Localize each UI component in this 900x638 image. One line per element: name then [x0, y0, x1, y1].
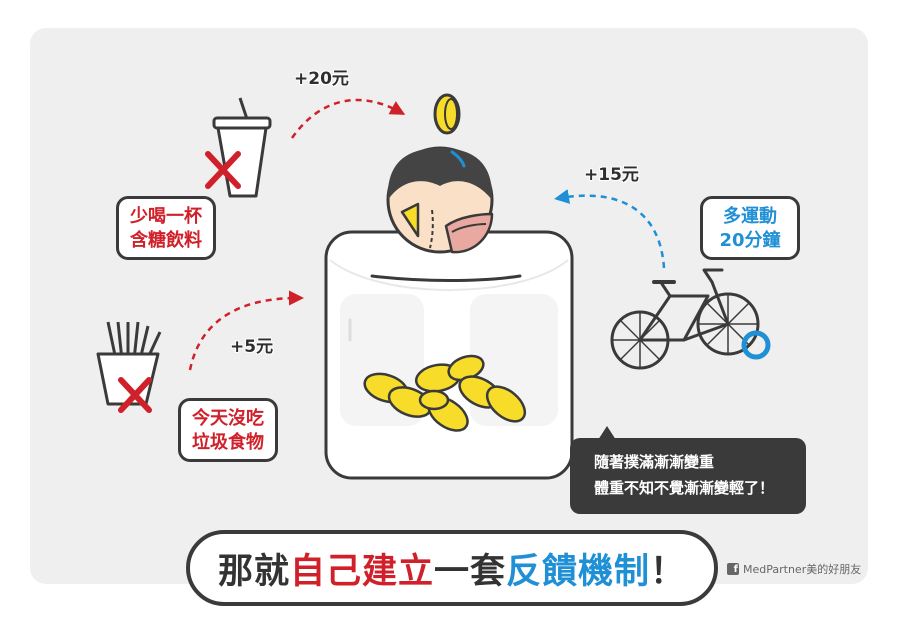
- ring-icon: [741, 330, 771, 360]
- coin-icon: [433, 93, 461, 135]
- label-exercise-line2: 20分鐘: [719, 230, 781, 251]
- cup-icon: [212, 97, 272, 198]
- cross-mark-icon: [118, 377, 152, 413]
- label-junk-line1: 今天沒吃: [192, 408, 264, 429]
- arrow-exercise: [554, 189, 666, 269]
- headline-part2: 自己建立: [289, 551, 434, 592]
- facebook-icon: f: [727, 563, 739, 575]
- credit: f MedPartner美的好朋友: [727, 561, 861, 577]
- headline-banner: 那就 自己建立 一套 反饋機制 ！: [186, 530, 718, 606]
- arrow-junk: [188, 290, 304, 371]
- label-junk: 今天沒吃 垃圾食物: [178, 398, 278, 462]
- cross-mark-icon: [205, 151, 241, 189]
- label-drink: 少喝一杯 含糖飲料: [116, 196, 216, 260]
- label-drink-line1: 少喝一杯: [130, 206, 202, 227]
- bonus-drink: +20元: [294, 69, 349, 89]
- headline-part4: 反饋機制: [506, 551, 651, 592]
- speech-line1: 隨著撲滿漸漸變重: [594, 453, 715, 471]
- arrow-drink: [290, 98, 406, 139]
- headline-part1: 那就: [217, 551, 290, 592]
- coin-stack: [363, 354, 527, 432]
- label-drink-line2: 含糖飲料: [130, 230, 202, 251]
- label-exercise: 多運動 20分鐘: [700, 196, 800, 260]
- speech-line2: 體重不知不覺漸漸變輕了！: [594, 479, 775, 497]
- credit-text: MedPartner美的好朋友: [743, 563, 862, 576]
- headline-part3: 一套: [433, 551, 506, 592]
- character-head: [386, 146, 494, 254]
- bonus-junk: +5元: [230, 337, 274, 357]
- label-junk-line2: 垃圾食物: [192, 432, 264, 453]
- piggy-bank-icon: [324, 230, 574, 480]
- bicycle-icon: [610, 268, 760, 370]
- label-exercise-line1: 多運動: [723, 206, 777, 227]
- headline-part5: ！: [650, 551, 687, 592]
- bonus-exercise: +15元: [584, 165, 639, 185]
- speech-bubble-tail: [598, 426, 616, 440]
- speech-bubble: 隨著撲滿漸漸變重 體重不知不覺漸漸變輕了！: [570, 438, 806, 514]
